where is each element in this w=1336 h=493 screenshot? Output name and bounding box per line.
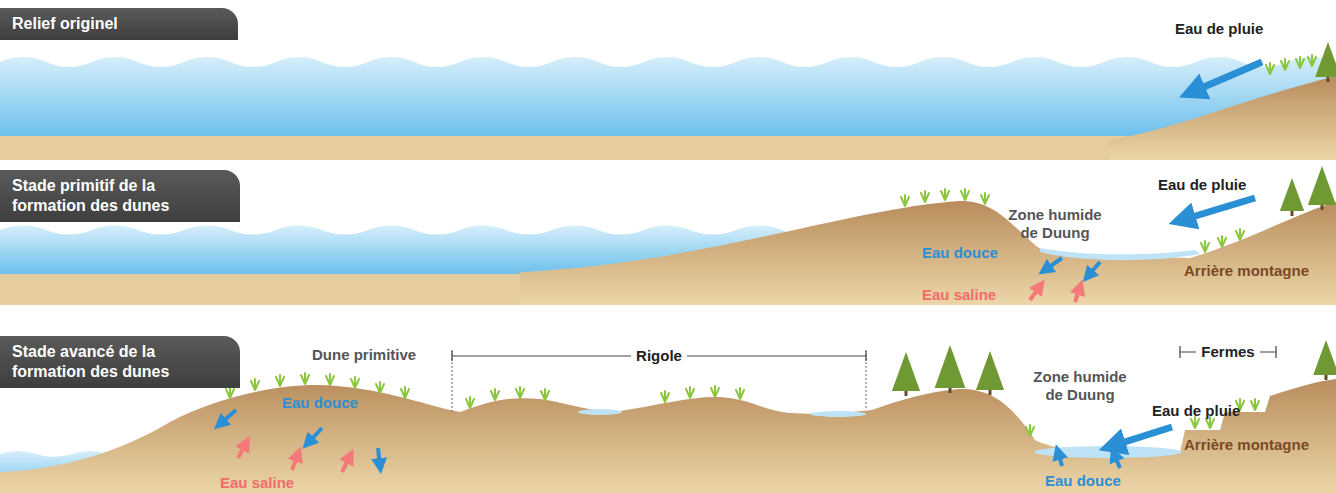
back-hill [1110, 76, 1336, 160]
diagram-label: Arrière montagne [1184, 436, 1309, 454]
diagram-label: Fermes [1196, 343, 1259, 361]
grass-tuft [1281, 59, 1289, 70]
grass-tuft [251, 379, 259, 390]
grass-tuft [326, 374, 334, 385]
tree-crown [1313, 340, 1336, 375]
saline-water-arrow [238, 443, 246, 458]
grass-tuft [1201, 241, 1209, 252]
rill-puddle [578, 409, 622, 415]
grass-tuft [1026, 425, 1034, 436]
grass-tuft [401, 387, 409, 398]
rill-bracket-end [452, 350, 453, 412]
grass-tuft [516, 387, 524, 398]
tree-crown [1315, 42, 1336, 77]
grass-tuft [276, 375, 284, 386]
grass-tuft [921, 191, 929, 202]
stage-tab: Stade avancé de la formation des dunes [0, 336, 240, 388]
fresh-water-arrow [1058, 452, 1062, 466]
tree-crown [892, 352, 920, 391]
tree-crown [976, 351, 1004, 390]
grass-tuft [1296, 57, 1304, 68]
saline-water-arrow [1075, 287, 1080, 302]
diagram-label: Zone humide de Duung [1000, 206, 1110, 242]
rill-bracket-end [866, 350, 867, 410]
saline-water-arrow [292, 454, 298, 470]
grass-tuft [661, 391, 669, 402]
grass-tuft [1236, 229, 1244, 240]
grass-tuft [1218, 236, 1226, 247]
stage-tab: Relief originel [0, 8, 238, 40]
diagram-label: Rigole [631, 347, 687, 365]
dune-and-back-mountain [520, 201, 1336, 305]
grass-tuft [301, 373, 309, 384]
fresh-water-arrow [308, 428, 322, 443]
saline-water-arrow [1030, 286, 1040, 300]
diagram-label: Eau saline [220, 474, 294, 492]
grass-tuft [961, 189, 969, 200]
diagram-label: Arrière montagne [1184, 262, 1309, 280]
grass-tuft [1266, 63, 1274, 74]
diagram-label: Eau douce [1045, 472, 1121, 490]
grass-tuft [466, 397, 474, 408]
grass-tuft [686, 387, 694, 398]
stage-title: Stade primitif de la formation des dunes [12, 176, 218, 216]
fresh-water-arrow [1088, 262, 1100, 276]
dunes-and-back-mountain [0, 379, 1336, 493]
duung-wetland-water [1040, 248, 1200, 260]
grass-tuft [541, 389, 549, 400]
diagram-label: Zone humide de Duung [1025, 368, 1135, 404]
fresh-water-arrow [220, 410, 236, 424]
stage-title: Relief originel [12, 14, 216, 34]
grass-tuft [981, 193, 989, 204]
rain-arrow [1182, 198, 1255, 220]
diagram-label: Eau douce [922, 244, 998, 262]
diagram-label: Eau de pluie [1158, 176, 1246, 194]
diagram-label: Eau saline [922, 286, 996, 304]
stage-tab: Stade primitif de la formation des dunes [0, 170, 240, 222]
grass-tuft [1251, 399, 1259, 410]
rill-bracket-tick [865, 351, 866, 361]
diagram-label: Eau de pluie [1152, 402, 1240, 420]
diagram-label: Dune primitive [312, 346, 416, 364]
tree-crown [1308, 166, 1336, 205]
tree-crown [1280, 178, 1304, 211]
farm-bracket-tick [1275, 346, 1276, 358]
vegetation [226, 42, 1336, 436]
grass-tuft [491, 389, 499, 400]
grass-tuft [711, 386, 719, 397]
grass-tuft [901, 195, 909, 206]
rain-arrow [1112, 427, 1172, 446]
stage-title: Stade avancé de la formation des dunes [12, 342, 218, 382]
diagram-label: Eau douce [282, 394, 358, 412]
fresh-water-arrow [1045, 258, 1062, 270]
grass-tuft [376, 382, 384, 393]
farm-bracket-tick [1179, 346, 1180, 358]
diagram-label: Eau de pluie [1175, 20, 1263, 38]
duung-wetland-water [1034, 446, 1182, 458]
tree-crown [935, 345, 966, 388]
grass-tuft [226, 387, 234, 398]
rill-bracket-tick [451, 351, 452, 361]
sea-water [0, 57, 1336, 136]
grass-tuft [736, 388, 744, 399]
rain-arrow [1192, 62, 1262, 92]
grass-tuft [941, 189, 949, 200]
fresh-water-arrow [1114, 454, 1120, 468]
rill-puddle [810, 411, 866, 417]
grass-tuft [351, 377, 359, 388]
fresh-water-arrow [378, 448, 380, 466]
grass-tuft [1308, 55, 1316, 66]
saline-water-arrow [342, 456, 350, 472]
